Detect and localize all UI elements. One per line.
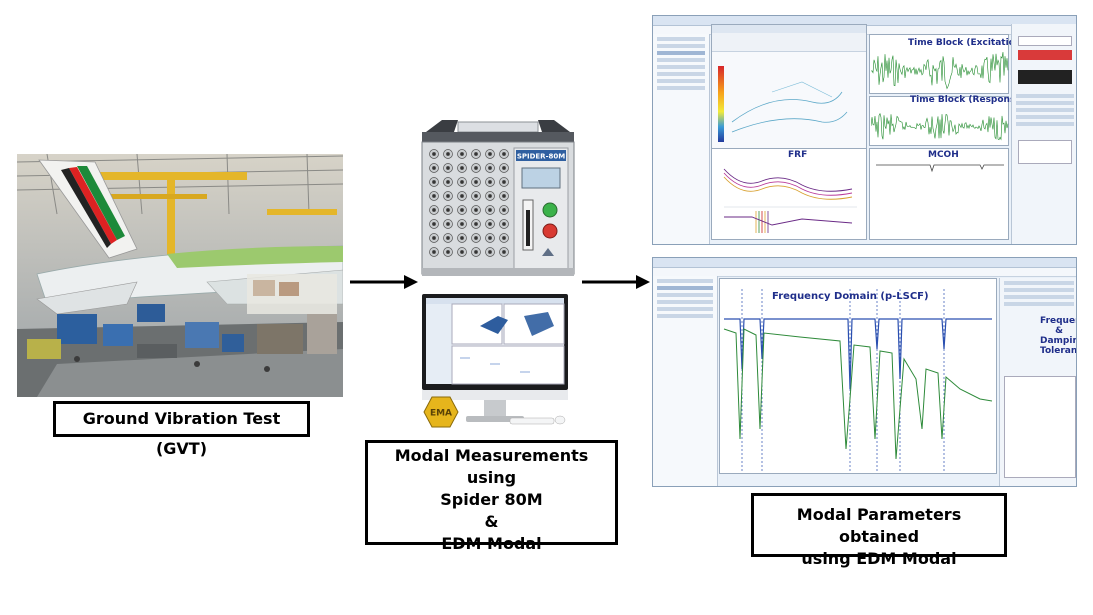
plot-frequency-domain-title: Frequency Domain (p-LSCF) bbox=[772, 291, 929, 302]
hangar-illustration bbox=[17, 154, 343, 397]
plot-response: Time Block (Response) bbox=[869, 95, 1026, 146]
ema-badge: EMA bbox=[423, 396, 459, 428]
tolerance-line-1: Frequency bbox=[1040, 316, 1076, 326]
geometry-dialog bbox=[711, 24, 867, 149]
plot-excitation: Time Block (Excitation) bbox=[869, 34, 1025, 94]
tolerance-line-2: & bbox=[1055, 326, 1063, 336]
measurement-line-1: Modal Measurements using bbox=[394, 446, 589, 487]
monitor-illustration bbox=[422, 294, 568, 425]
plot-frf-title: FRF bbox=[788, 150, 808, 160]
device-badge: SPIDER-80M bbox=[517, 153, 565, 161]
gvt-caption-text: Ground Vibration Test (GVT) bbox=[82, 409, 281, 458]
arrow-measurement-to-results bbox=[582, 275, 650, 289]
excitation-signal bbox=[871, 52, 1009, 90]
spider-80m-device: SPIDER-80M bbox=[418, 118, 578, 280]
edm-modal-screenshot: Frequency Domain (p-LSCF) Frequency & Da… bbox=[652, 257, 1077, 487]
measurement-caption: Modal Measurements using Spider 80M & ED… bbox=[365, 440, 618, 553]
measurement-line-2: Spider 80M bbox=[440, 490, 543, 509]
gvt-caption: Ground Vibration Test (GVT) bbox=[53, 401, 310, 458]
response-signal bbox=[871, 112, 1009, 141]
device-illustration: SPIDER-80M bbox=[421, 120, 575, 276]
results-line-2: using EDM Modal bbox=[801, 549, 957, 568]
plot-frequency-domain: Frequency Domain (p-LSCF) bbox=[719, 278, 997, 474]
plot-response-title: Time Block (Response) bbox=[910, 95, 1026, 105]
results-line-1: Modal Parameters obtained bbox=[796, 505, 962, 546]
tolerance-line-3: Damping bbox=[1040, 336, 1076, 346]
plot-frf: FRF bbox=[711, 148, 867, 240]
plot-mcoh-title: MCOH bbox=[928, 150, 959, 160]
modal-side-panel: Frequency & Damping Tolerances bbox=[999, 278, 1077, 486]
plot-mcoh: MCOH bbox=[869, 148, 1009, 240]
monitor bbox=[420, 292, 570, 430]
measurement-line-4: EDM Modal bbox=[441, 534, 542, 553]
control-panel bbox=[1011, 24, 1076, 244]
tolerances-annotation: Frequency & Damping Tolerances bbox=[1040, 316, 1077, 356]
edm-acquisition-screenshot: Time Block (Excitation) Time Block (Resp… bbox=[652, 15, 1077, 245]
results-caption: Modal Parameters obtained using EDM Moda… bbox=[751, 493, 1007, 568]
plot-excitation-title: Time Block (Excitation) bbox=[908, 38, 1026, 48]
frequency-domain-curves bbox=[723, 289, 993, 471]
ema-badge-text: EMA bbox=[430, 409, 452, 419]
tolerance-line-4: Tolerances bbox=[1040, 346, 1077, 356]
arrow-gvt-to-measurement bbox=[350, 275, 418, 289]
measurement-line-3: & bbox=[484, 512, 499, 531]
gvt-photo bbox=[17, 154, 343, 397]
